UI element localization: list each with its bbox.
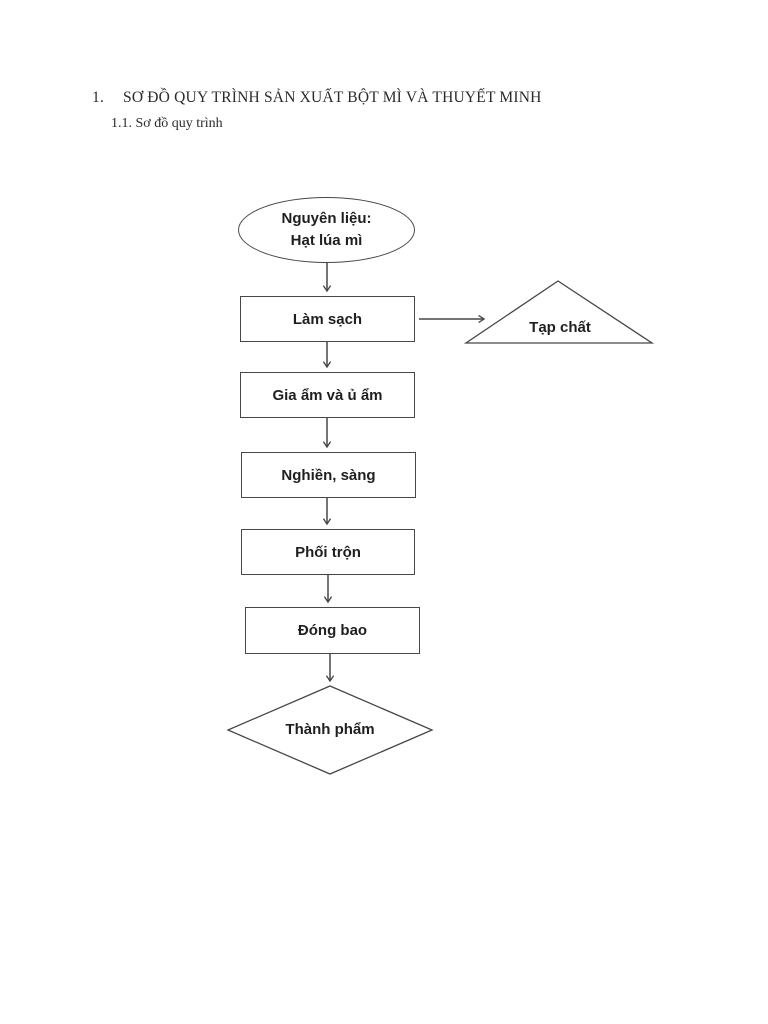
section-heading: 1. SƠ ĐỒ QUY TRÌNH SẢN XUẤT BỘT MÌ VÀ THU… bbox=[92, 89, 542, 107]
page-title: SƠ ĐỒ QUY TRÌNH SẢN XUẤT BỘT MÌ VÀ THUYẾ… bbox=[123, 89, 542, 106]
flow-node-label: Phối trộn bbox=[295, 543, 361, 561]
flow-node-label: Nghiền, sàng bbox=[281, 466, 376, 484]
flow-node-nguyen-lieu: Nguyên liệu: Hạt lúa mì bbox=[238, 197, 415, 263]
subsection-heading: 1.1. Sơ đồ quy trình bbox=[111, 116, 223, 131]
flow-node-label: Nguyên liệu: Hạt lúa mì bbox=[281, 210, 372, 249]
flow-node-lam-sach: Làm sạch bbox=[240, 296, 415, 342]
flow-node-label: Gia ẩm và ủ ẩm bbox=[272, 386, 383, 404]
flow-node-phoi-tron: Phối trộn bbox=[241, 529, 415, 575]
flow-node-label: Đóng bao bbox=[297, 622, 368, 639]
flow-node-tap-chat-label: Tạp chất bbox=[498, 314, 622, 340]
flow-node-dong-bao: Đóng bao bbox=[245, 607, 420, 654]
flow-node-gia-am-va-u-am: Gia ẩm và ủ ẩm bbox=[240, 372, 415, 418]
flow-node-label: Thành phẩm bbox=[285, 720, 375, 738]
flow-node-nghien-sang: Nghiền, sàng bbox=[241, 452, 416, 498]
flow-node-thanh-pham-label: Thành phẩm bbox=[255, 716, 405, 742]
flow-node-label: Tạp chất bbox=[529, 318, 591, 336]
heading-number: 1. bbox=[92, 89, 105, 106]
flow-node-label: Làm sạch bbox=[292, 310, 363, 328]
